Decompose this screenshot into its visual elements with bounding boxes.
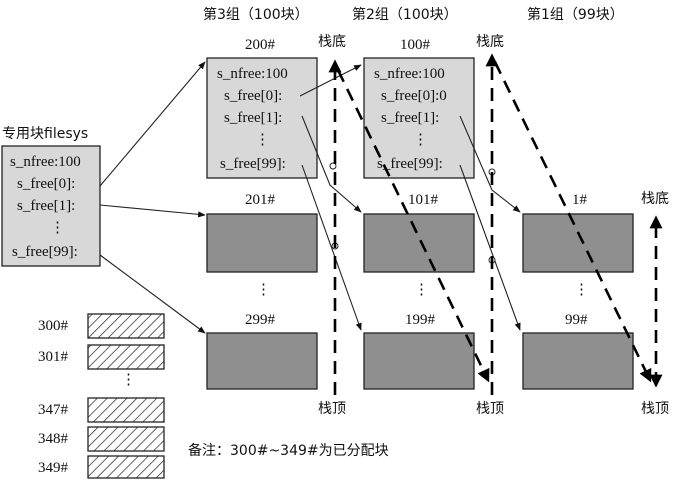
stack-bottom-label-group1: 栈底: [641, 191, 669, 207]
group2-block-label-last: 199#: [405, 312, 436, 328]
stack-top-label-group2: 栈顶: [476, 401, 504, 417]
pointer-super-free1-to-201: [99, 204, 206, 218]
group2-row-free0: s_free[0]:0: [381, 88, 447, 104]
stack-bottom-label-group3: 栈底: [318, 34, 346, 50]
group2-row-nfree: s_nfree:100: [374, 66, 445, 82]
stack-bottom-label-group2: 栈底: [476, 34, 504, 50]
group3-block-ellipsis: ⋮: [256, 282, 271, 298]
group3-index-box: [206, 57, 318, 179]
traversal-arrow-3-to-2: [336, 69, 490, 383]
allocated-block-347: [87, 397, 165, 423]
allocated-block-349: [87, 455, 165, 479]
superblock-row-free99: s_free[99]:: [12, 244, 78, 260]
group3-index-label: 200#: [245, 37, 276, 53]
group2-row-free99: s_free[99]:: [377, 156, 443, 172]
stack-top-label-group3: 栈顶: [318, 401, 346, 417]
pointer-100-free99-to-99: [459, 164, 521, 331]
stack-top-label-group1: 栈顶: [641, 401, 669, 417]
group3-block-first: [206, 213, 318, 273]
superblock-row-ellipsis: ⋮: [50, 220, 65, 236]
allocated-note: 备注：300#~349#为已分配块: [188, 442, 389, 459]
group3-block-label-last: 299#: [245, 312, 276, 328]
allocated-label-348: 348#: [38, 431, 69, 447]
group2-header: 第2组（100块）: [352, 6, 458, 23]
allocated-label-347: 347#: [38, 402, 69, 418]
group2-block-last: [363, 332, 475, 390]
group3-row-free0: s_free[0]:: [224, 88, 282, 104]
group2-block-label-first: 101#: [408, 192, 439, 208]
superblock-title: 专用块filesys: [2, 126, 88, 142]
group1-block-first: [522, 213, 634, 273]
group3-block-label-first: 201#: [245, 192, 276, 208]
allocated-label-349: 349#: [38, 460, 69, 476]
group3-row-free99: s_free[99]:: [220, 156, 286, 172]
group1-block-last: [522, 332, 634, 390]
group2-index-label: 100#: [400, 37, 431, 53]
group1-block-label-last: 99#: [565, 312, 588, 328]
allocated-label-301: 301#: [38, 349, 69, 365]
pointer-super-free0-to-200: [99, 61, 206, 187]
allocated-block-300: [87, 313, 165, 339]
traversal-arrow-2-to-1: [493, 61, 652, 383]
group3-block-last: [206, 332, 318, 390]
group3-header: 第3组（100块）: [203, 6, 309, 23]
superblock-row-free1: s_free[1]:: [17, 198, 75, 214]
superblock-row-nfree: s_nfree:100: [10, 154, 81, 170]
group2-block-first: [363, 213, 475, 273]
group1-block-label-first: 1#: [572, 192, 588, 208]
pointer-200-free99-to-199: [301, 164, 362, 331]
pointer-super-free99-to-299: [99, 254, 206, 334]
pointer-100-free1-to-1: [459, 115, 521, 213]
group2-block-ellipsis: ⋮: [414, 282, 429, 298]
line-crossing: [329, 162, 337, 170]
group2-row-free1: s_free[1]:: [381, 110, 439, 126]
superblock-box: [1, 145, 101, 267]
group2-row-ellipsis: ⋮: [413, 132, 428, 148]
superblock-row-free0: s_free[0]:: [17, 176, 75, 192]
allocated-block-348: [87, 426, 165, 452]
group3-row-free1: s_free[1]:: [224, 110, 282, 126]
allocated-block-301: [87, 344, 165, 370]
group3-row-ellipsis: ⋮: [255, 132, 270, 148]
group1-header: 第1组（99块）: [527, 6, 624, 23]
group1-block-ellipsis: ⋮: [574, 282, 589, 298]
pointer-200-free0-to-100: [299, 64, 362, 97]
group2-index-box: [363, 57, 475, 179]
pointer-200-free1-to-101: [301, 115, 362, 213]
allocated-label-300: 300#: [38, 318, 69, 334]
group3-row-nfree: s_nfree:100: [217, 66, 288, 82]
allocated-ellipsis: ⋮: [121, 372, 136, 388]
